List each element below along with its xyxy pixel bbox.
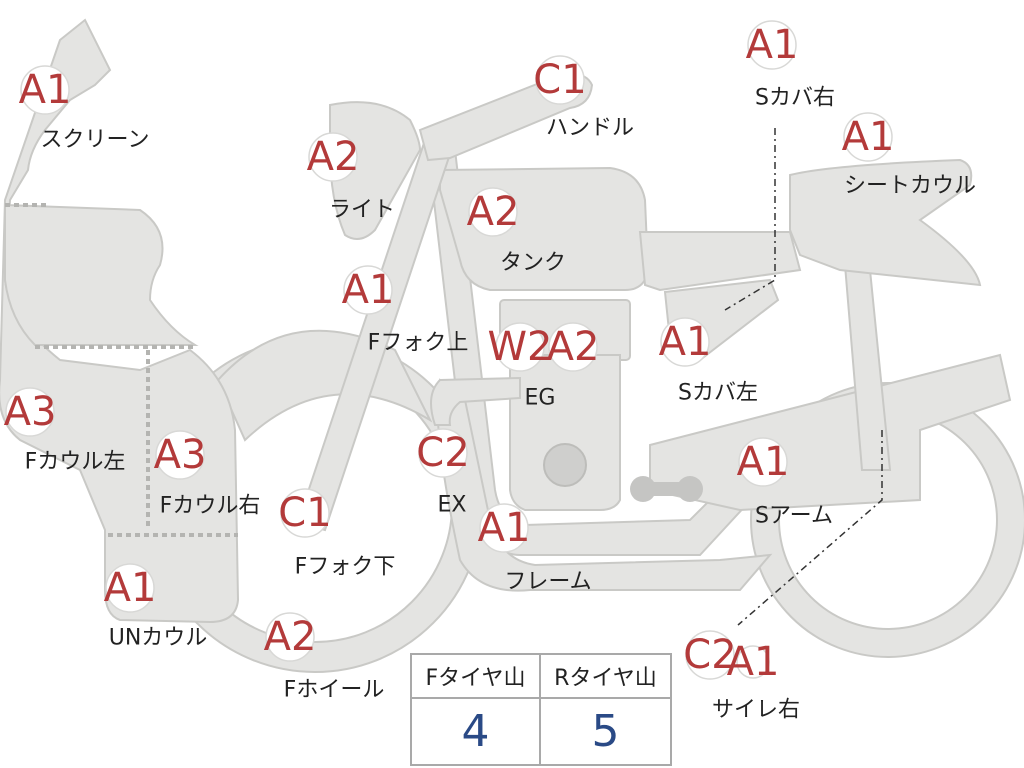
grade-value: A1	[342, 267, 395, 313]
grade-badge-circle	[843, 112, 893, 162]
rear-tire-header: Rタイヤ山	[541, 655, 670, 699]
grade-badge-circle	[736, 645, 770, 679]
grade-badge: A3	[4, 387, 57, 437]
grade-value: A1	[842, 114, 895, 160]
grade-value: A1	[659, 319, 712, 365]
grade-badge-circle	[280, 488, 330, 538]
exhaust-pipe-shape	[430, 376, 521, 426]
grade-badge: A1	[737, 437, 790, 487]
grade-value: A1	[746, 22, 799, 68]
part-label-side-cover-r: Sカバ右	[755, 86, 835, 111]
grade-badge-circle	[343, 265, 393, 315]
grade-badge: A2	[547, 322, 600, 372]
grade-badge-circle	[308, 132, 358, 182]
part-label-fork-lower: Fフォク下	[295, 555, 396, 580]
grade-badge-circle	[685, 630, 735, 680]
grade-value: A1	[727, 639, 780, 685]
part-label-silencer-r: サイレ右	[712, 698, 800, 723]
grade-badge-circle	[265, 612, 315, 662]
grade-badge: C2	[416, 428, 470, 478]
grade-value: A1	[737, 439, 790, 485]
part-label-frame: フレーム	[504, 570, 591, 595]
part-label-cowl-left: Fカウル左	[25, 450, 126, 475]
grade-badge: W2	[488, 322, 553, 372]
grade-value: A2	[307, 134, 360, 180]
grade-badge-circle	[468, 187, 518, 237]
grade-badge-circle	[479, 503, 529, 553]
part-label-handle: ハンドル	[546, 116, 634, 141]
grade-badge: A3	[154, 430, 207, 480]
part-label-swing-arm: Sアーム	[755, 504, 833, 529]
grade-value: A2	[264, 614, 317, 660]
part-label-under-cowl: UNカウル	[109, 626, 208, 651]
grade-badge: A2	[264, 612, 317, 662]
leader-side-cover-right	[724, 128, 776, 311]
grade-badge: C1	[533, 55, 587, 105]
headlight-shape	[329, 101, 422, 240]
rear-tire-value: 5	[591, 706, 620, 757]
tire-tread-table: Fタイヤ山 Rタイヤ山 4 5	[410, 653, 672, 766]
part-label-side-cover-l: Sカバ左	[678, 381, 758, 406]
leader-silencer-right	[737, 430, 883, 626]
cowl-inner-shape	[4, 203, 199, 346]
grade-value: C1	[278, 490, 331, 536]
grade-badge-circle	[418, 428, 468, 478]
engine-case-shape	[543, 443, 587, 487]
grade-badge: A1	[19, 65, 72, 115]
grade-badge: C2	[683, 630, 737, 680]
part-label-tank: タンク	[500, 251, 566, 276]
grade-badge-circle	[738, 437, 788, 487]
part-label-fork-upper: Fフォク上	[368, 331, 469, 356]
grade-value: A3	[4, 389, 57, 435]
grade-badge: A1	[659, 317, 712, 367]
engine-body-shape	[509, 354, 621, 511]
grade-badge-circle	[5, 387, 55, 437]
grade-value: A1	[19, 67, 72, 113]
grade-value: C1	[533, 57, 586, 103]
grade-value: A1	[104, 565, 157, 611]
grade-badge: A1	[842, 112, 895, 162]
part-label-front-wheel: Fホイール	[284, 678, 385, 703]
grade-badge: A2	[307, 132, 360, 182]
front-tire-header: Fタイヤ山	[412, 655, 541, 699]
grade-badge: C1	[278, 488, 332, 538]
part-label-cowl-right: Fカウル右	[160, 494, 261, 519]
grade-value: A2	[467, 189, 520, 235]
grade-value: C2	[683, 632, 736, 678]
grade-badge: A1	[478, 503, 531, 553]
grade-value: W2	[488, 324, 553, 370]
part-label-exhaust: EX	[438, 493, 467, 518]
seat-cowl-shape	[789, 158, 982, 287]
grade-value: A3	[154, 432, 207, 478]
grade-badge-circle	[548, 322, 598, 372]
grade-badge: A1	[104, 563, 157, 613]
grade-badge-circle	[747, 20, 797, 70]
part-label-light: ライト	[329, 198, 395, 223]
part-label-seat-cowl: シートカウル	[844, 174, 976, 199]
grade-badge-circle	[105, 563, 155, 613]
grade-badge-circle	[495, 322, 545, 372]
grade-badge-circle	[20, 65, 70, 115]
grade-badge: A1	[727, 639, 780, 685]
grade-badge-circle	[155, 430, 205, 480]
grade-badge: A2	[467, 187, 520, 237]
part-label-engine: EG	[525, 386, 556, 411]
grade-value: A1	[478, 505, 531, 551]
grade-badge: A1	[746, 20, 799, 70]
seat-shape	[638, 231, 802, 292]
grade-badge-circle	[660, 317, 710, 367]
grade-badge: A1	[342, 265, 395, 315]
grade-value: C2	[416, 430, 469, 476]
part-label-screen: スクリーン	[41, 128, 150, 153]
front-tire-value: 4	[412, 699, 541, 764]
grade-badge-circle	[535, 55, 585, 105]
grade-value: A2	[547, 324, 600, 370]
